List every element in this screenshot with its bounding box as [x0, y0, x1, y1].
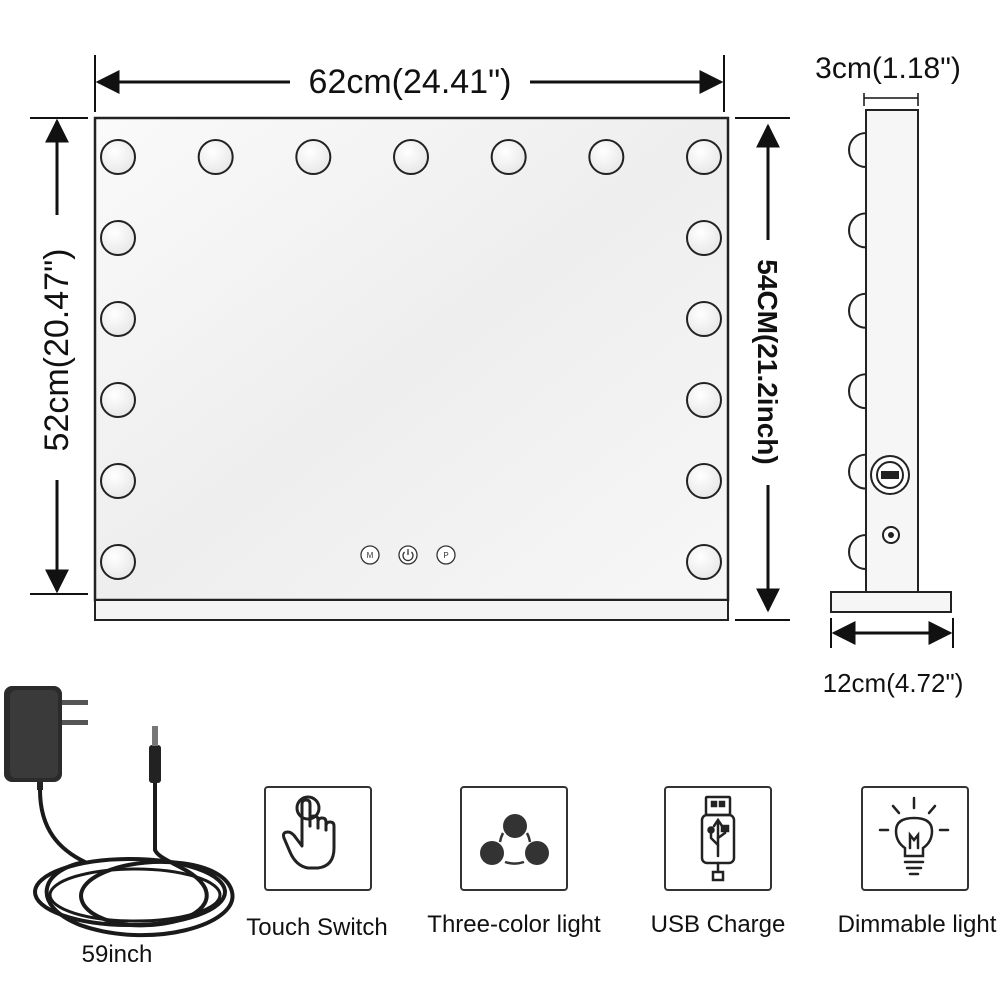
feature-label-touch: Touch Switch [246, 914, 387, 941]
usb-icon [700, 795, 736, 882]
mirror-front: M P [93, 116, 730, 621]
base-depth-label: 12cm(4.72") [823, 668, 964, 698]
bulb-right-6 [686, 544, 722, 580]
bulb-top-4 [393, 139, 429, 175]
mirror-side-view: 3cm(1.18") 12cm(4.72") [815, 52, 963, 698]
light-bulb-icon [878, 796, 950, 876]
bulb-left-6 [100, 544, 136, 580]
bulb-left-3 [100, 301, 136, 337]
dc-plug-icon [149, 726, 161, 783]
vanity-bulbs [100, 139, 722, 580]
feature-touch-switch: Touch Switch [246, 786, 388, 941]
dimmer-knob-icon [882, 526, 900, 544]
bulb-top-6 [588, 139, 625, 175]
feature-dimmable: Dimmable light [838, 786, 997, 938]
usb-port-icon [870, 455, 910, 495]
bulb-left-4 [100, 382, 136, 418]
side-bulb-4 [848, 373, 867, 410]
bulb-left-5 [100, 463, 136, 499]
power-button[interactable] [398, 545, 418, 565]
feature-three-color: Three-color light [427, 786, 601, 938]
mode-button-letter: M [367, 551, 374, 560]
power-adapter-icon [4, 686, 88, 790]
touch-buttons: M P [360, 545, 456, 565]
total-height-label: 54CM(21.2inch) [752, 259, 783, 464]
bulb-right-4 [686, 382, 722, 418]
bulb-top-2 [197, 139, 234, 175]
bulb-right-5 [686, 463, 722, 499]
touch-hand-icon [282, 795, 336, 870]
height-label: 52cm(20.47") [38, 249, 76, 452]
bulb-top-5 [490, 139, 527, 175]
total-height-dimension: 54CM(21.2inch) [735, 117, 790, 621]
width-dimension: 62cm(24.41") [94, 55, 725, 112]
three-color-icon [480, 814, 549, 865]
power-adapter-cable: 59inch [4, 686, 235, 968]
mode-button[interactable]: M [360, 545, 380, 565]
feature-label-three-color: Three-color light [427, 911, 601, 938]
bulb-left-2 [100, 220, 136, 256]
cable-length-label: 59inch [82, 941, 153, 968]
height-dimension: 52cm(20.47") [30, 117, 88, 595]
bulb-right-3 [686, 301, 722, 337]
feature-usb-charge: USB Charge [651, 786, 786, 938]
bulb-right-2 [686, 220, 722, 256]
bulb-top-1 [100, 139, 136, 175]
thickness-label: 3cm(1.18") [815, 52, 961, 85]
bulb-top-3 [295, 139, 332, 175]
side-bulb-1 [848, 132, 867, 168]
p-button[interactable]: P [436, 545, 456, 565]
feature-label-usb: USB Charge [651, 911, 786, 938]
p-button-letter: P [443, 551, 448, 560]
bulb-top-7 [686, 139, 722, 175]
side-bulb-2 [848, 212, 867, 249]
side-bulb-5 [848, 453, 867, 490]
side-bulb-3 [848, 292, 867, 329]
side-bulbs [848, 132, 867, 570]
side-bulb-6 [848, 534, 867, 570]
feature-label-dimmable: Dimmable light [838, 911, 997, 938]
width-label: 62cm(24.41") [309, 63, 512, 101]
power-icon [402, 549, 414, 562]
